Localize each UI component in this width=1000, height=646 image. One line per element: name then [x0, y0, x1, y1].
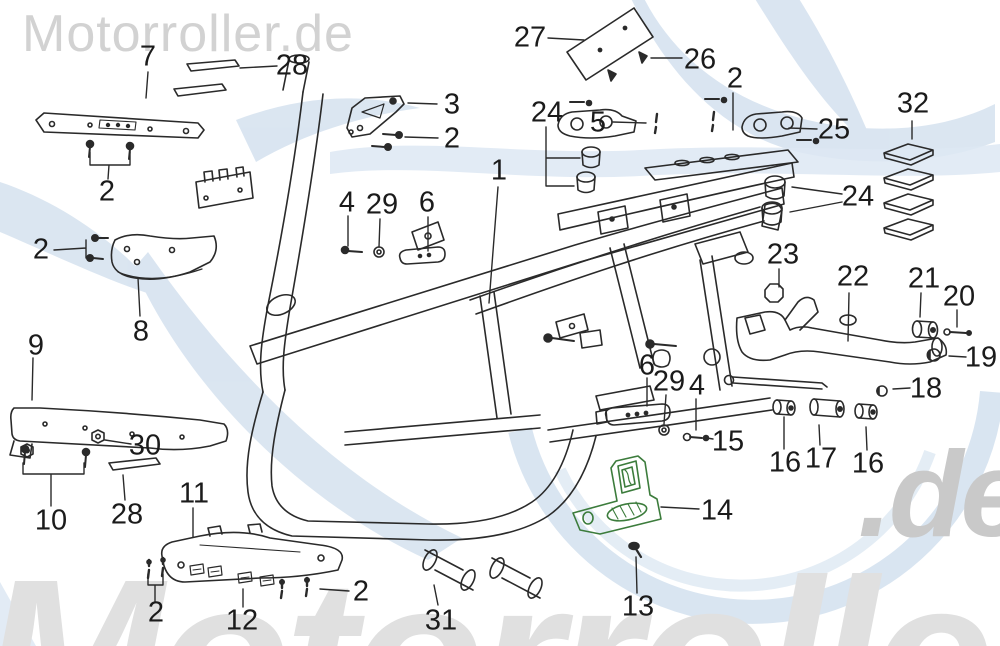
part-7-carrier-bar: [35, 112, 205, 139]
callout-18: 18: [909, 372, 943, 405]
part-32-pads: [883, 143, 934, 241]
callout-12: 12: [225, 604, 259, 637]
callout-27: 27: [513, 21, 547, 54]
fasteners-2-bottom-left: [146, 556, 166, 580]
callout-28-bottom: 28: [110, 498, 144, 531]
callout-9: 9: [27, 329, 45, 362]
callout-7: 7: [139, 40, 157, 73]
part-31-rollers: [422, 549, 543, 599]
callout-3: 3: [443, 88, 461, 121]
part-9-rail: [9, 407, 229, 459]
fasteners-2-bottom-mid: [278, 576, 310, 600]
parts-16-17-bushings: [772, 398, 878, 420]
callout-17: 17: [804, 442, 838, 475]
parts-4-29-6-top: [340, 245, 446, 265]
callout-leader-lines: [22, 37, 967, 608]
pivot-bolt: [723, 374, 828, 390]
part-23-ring: [645, 283, 784, 368]
callout-30: 30: [128, 429, 162, 462]
callout-29-bottom: 29: [652, 365, 686, 398]
callout-25: 25: [817, 113, 851, 146]
part-28-strips: [173, 59, 240, 97]
callout-5: 5: [589, 106, 607, 139]
part-15-bolt: [682, 432, 710, 442]
callout-13: 13: [621, 590, 655, 623]
callout-2-bottom-mid: 2: [352, 575, 370, 608]
callout-21: 21: [907, 262, 941, 295]
callout-2-under-3: 2: [443, 122, 461, 155]
part-8-bracket: [110, 233, 218, 280]
part-14-highlight-bracket: [572, 455, 662, 535]
callout-2-bottom-left: 2: [147, 596, 165, 629]
callout-26: 26: [683, 43, 717, 76]
part-28-strip-bottom: [108, 457, 161, 471]
part-22-swingarm: [735, 296, 948, 365]
callout-32: 32: [896, 87, 930, 120]
part-21-bushing: [911, 320, 939, 339]
frame-body: [195, 54, 785, 541]
part-12-pads: [189, 563, 275, 587]
part-6-bracket-bottom: [595, 403, 671, 436]
part-27-plate: [566, 7, 654, 81]
part-13-screw: [628, 541, 643, 559]
callout-16-left: 16: [768, 446, 802, 479]
callout-2-top: 2: [726, 62, 744, 95]
part-18-nut: [876, 385, 888, 397]
fasteners-2-left: [86, 234, 109, 263]
callout-22: 22: [836, 260, 870, 293]
callout-15: 15: [711, 425, 745, 458]
callout-2-under-7: 2: [98, 175, 116, 208]
callout-2-left: 2: [32, 233, 50, 266]
part-11-floor-bracket: [160, 523, 344, 583]
part-20-bolt: [943, 328, 972, 336]
fasteners-26-screws: [607, 51, 648, 82]
part-19-nut: [926, 348, 941, 362]
callout-19: 19: [964, 341, 998, 374]
callout-6-bottom: 6: [638, 349, 656, 382]
callout-29-top: 29: [365, 188, 399, 221]
fasteners-2-under-7: [85, 139, 135, 160]
callout-28-top: 28: [275, 49, 309, 82]
part-3-gusset: [346, 95, 405, 138]
callout-24-left: 24: [530, 96, 564, 129]
callout-1: 1: [490, 154, 508, 187]
parts-5-25-clamps: [557, 96, 820, 145]
callout-16-right: 16: [851, 447, 885, 480]
callout-11: 11: [178, 477, 210, 510]
rear-rack: [557, 149, 799, 235]
callout-23: 23: [766, 238, 800, 271]
part-10-bolts: [20, 444, 91, 468]
callout-4-top: 4: [338, 186, 356, 219]
callout-20: 20: [942, 280, 976, 313]
callout-4-bottom: 4: [688, 369, 706, 402]
callout-14: 14: [700, 494, 734, 527]
callout-6-top: 6: [418, 186, 436, 219]
callout-10: 10: [34, 504, 68, 537]
fasteners-2-under-3: [371, 131, 403, 152]
callout-24-right: 24: [841, 180, 875, 213]
callout-8: 8: [132, 315, 150, 348]
callout-31: 31: [424, 604, 458, 637]
part-24-caps-left: [576, 146, 601, 194]
